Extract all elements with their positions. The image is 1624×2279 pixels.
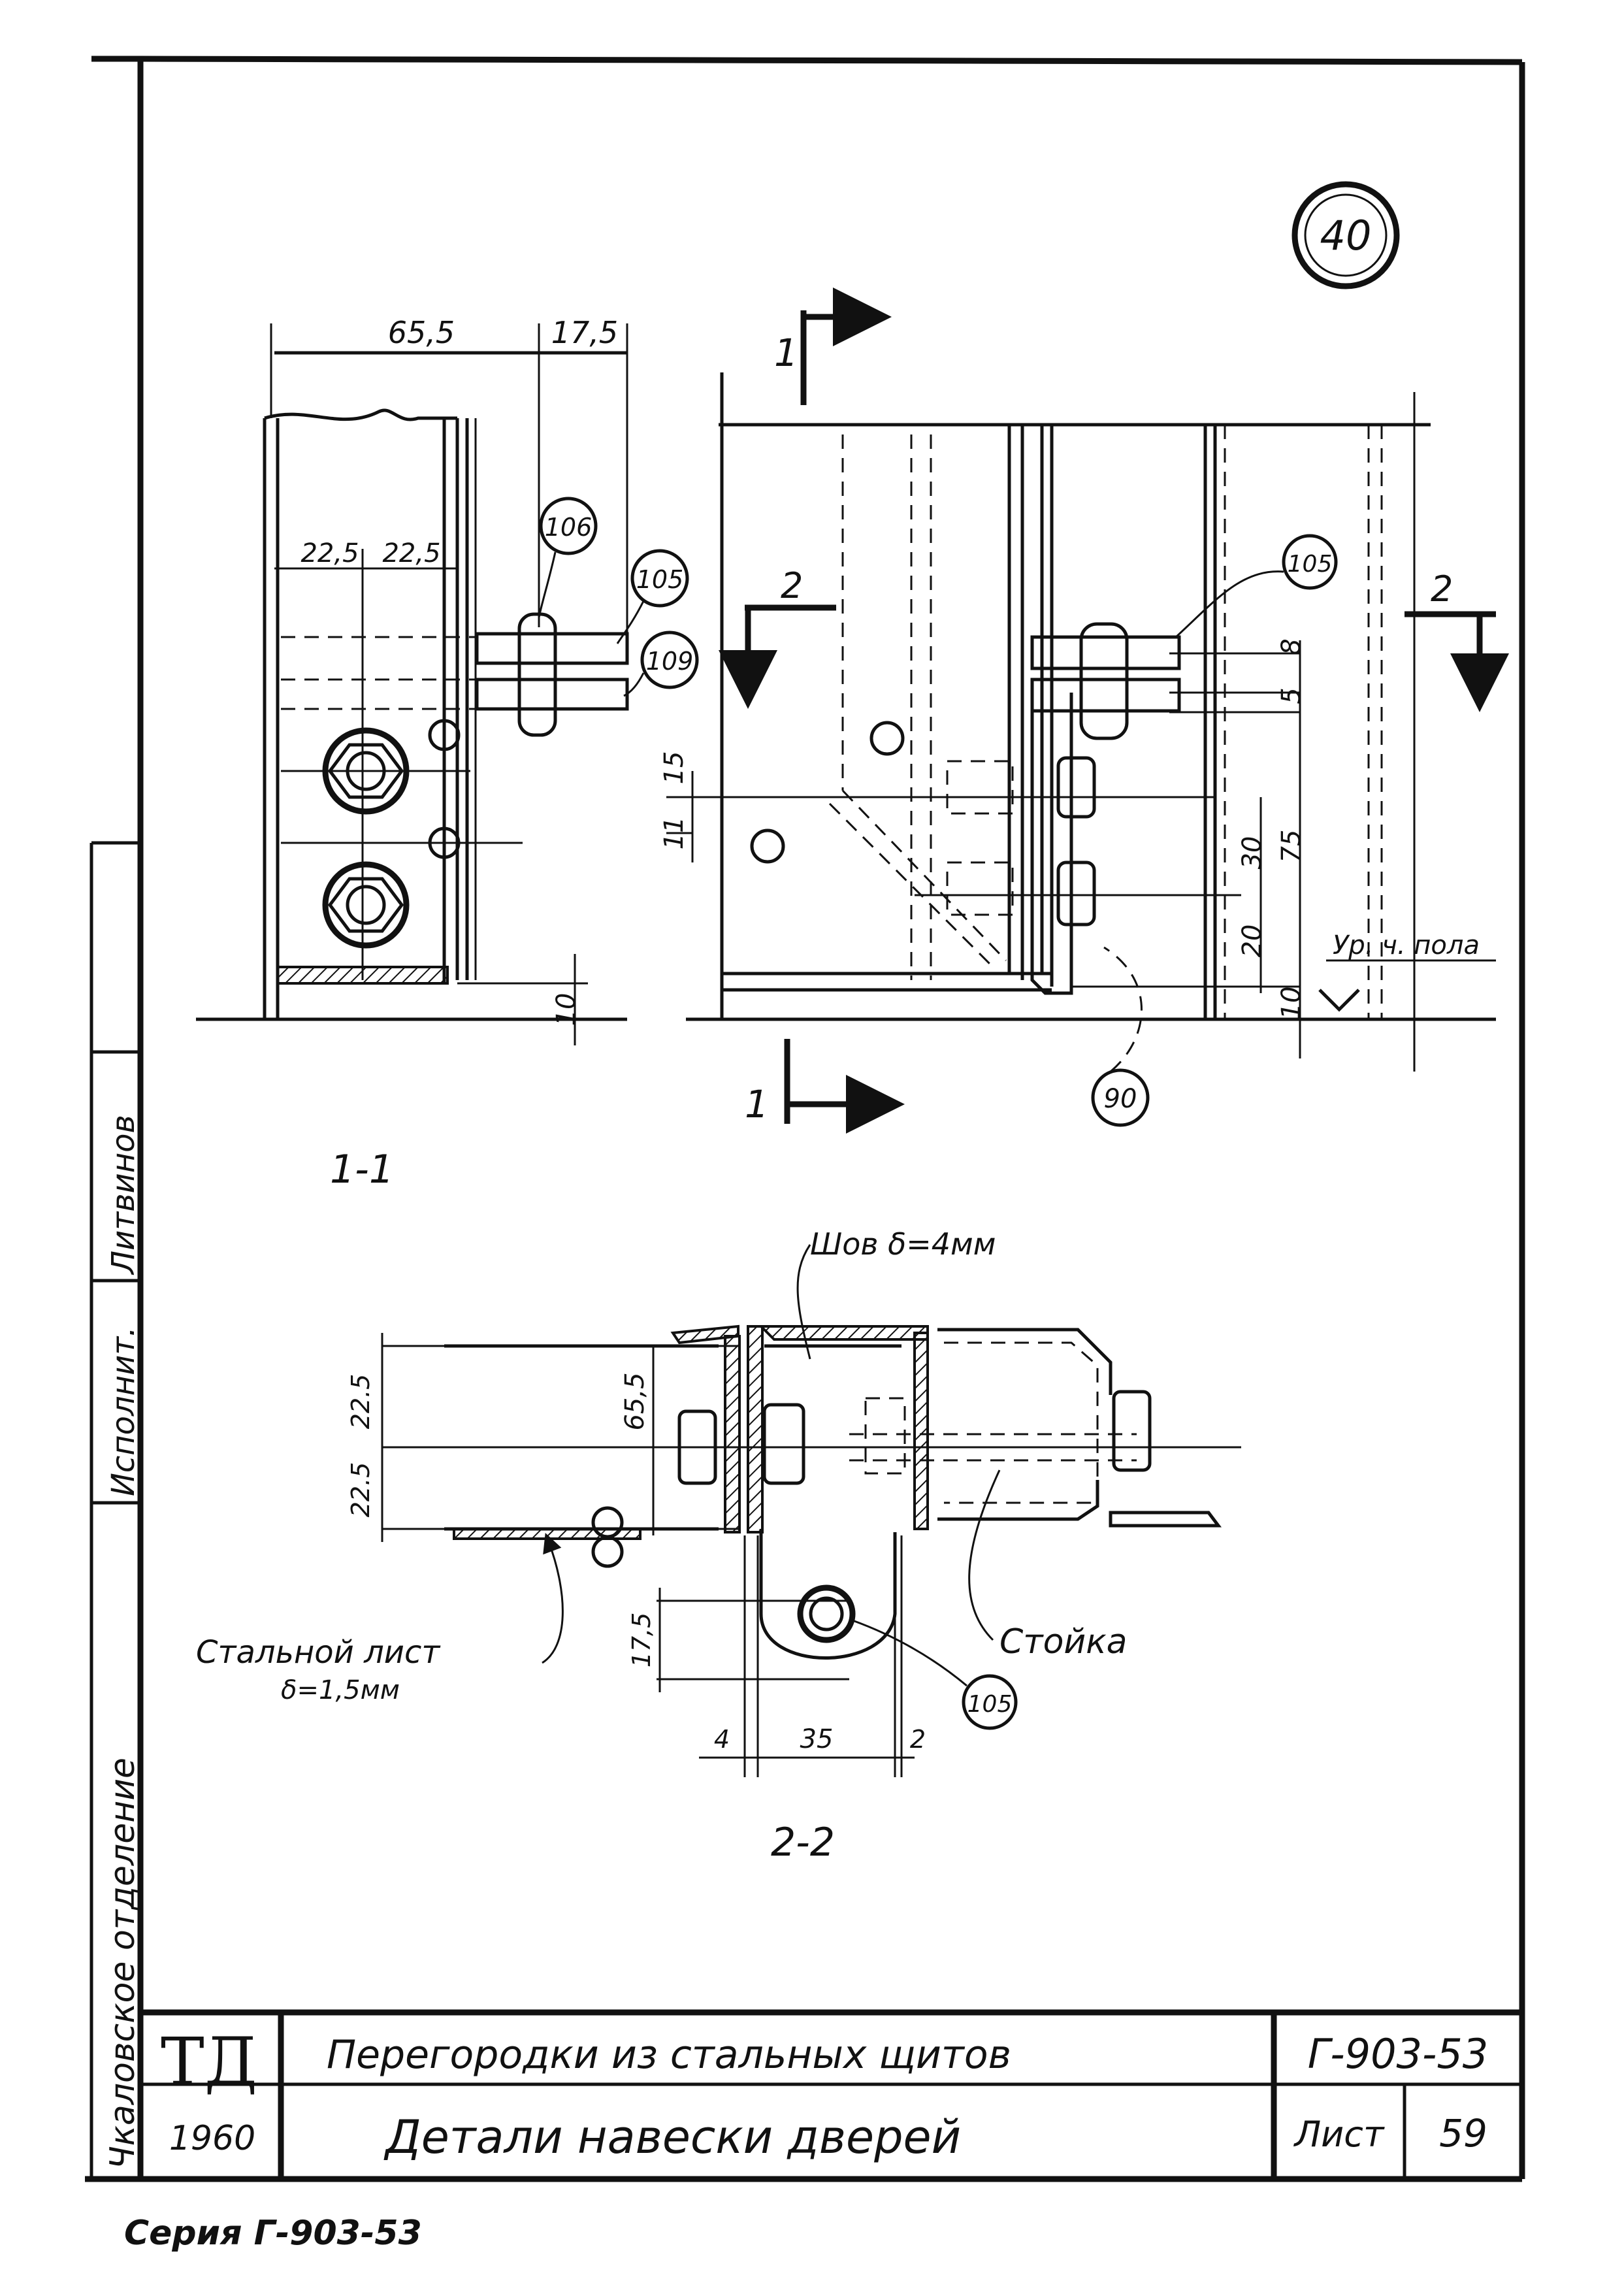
side-stamp: Литвинов Исполнит. Чкаловское отделение <box>103 1115 142 2169</box>
weld-note: Шов δ=4мм <box>796 1226 996 1360</box>
drawing-title: Перегородки из стальных щитов <box>327 2032 1011 2078</box>
svg-text:Ур. ч. пола: Ур. ч. пола <box>1333 930 1480 960</box>
dim-10-right: 10 <box>1276 987 1307 1020</box>
dim-30: 30 <box>1237 836 1267 870</box>
department-label: Чкаловское отделение <box>103 1758 142 2169</box>
series-caption: Серия Г-903-53 <box>124 2214 422 2253</box>
section-1-1-label: 1-1 <box>330 1147 394 1192</box>
steel-sheet-note: Стальной лист δ=1,5мм <box>196 1532 564 1705</box>
dim-10-left: 10 <box>551 993 581 1026</box>
svg-text:106: 106 <box>545 513 593 542</box>
svg-text:Стальной лист: Стальной лист <box>196 1634 441 1671</box>
dim-22-5-a: 22,5 <box>300 538 359 568</box>
svg-text:109: 109 <box>646 647 694 676</box>
dim-22-5-top: 22.5 <box>346 1374 375 1430</box>
section-mark-1-top: 1 <box>774 287 892 405</box>
right-elevation-view: 8 5 15 11 30 75 20 10 Ур. ч. пола 1 1 2 <box>659 287 1509 1134</box>
dim-35: 35 <box>800 1724 834 1754</box>
floor-level-mark: Ур. ч. пола <box>1318 930 1496 1012</box>
callout-106: 106 <box>538 497 598 618</box>
callout-109: 109 <box>623 631 699 697</box>
section-2-2: 22.5 22.5 65,5 <box>196 1226 1241 1777</box>
sheet-number: 40 <box>1320 212 1372 259</box>
dim-65-5: 65,5 <box>388 315 455 350</box>
left-elevation-view: 65,5 17,5 22,5 22,5 <box>196 315 699 1045</box>
svg-text:Стойка: Стойка <box>999 1622 1127 1662</box>
sheet-label: Лист <box>1293 2114 1385 2155</box>
year: 1960 <box>169 2119 255 2158</box>
dim-11: 11 <box>659 817 689 850</box>
dim-75: 75 <box>1276 830 1307 863</box>
dim-65-5-s: 65,5 <box>620 1372 650 1430</box>
dim-8: 8 <box>1276 638 1307 655</box>
sheet-value: 59 <box>1439 2111 1487 2156</box>
dim-15: 15 <box>659 751 689 785</box>
callout-105: 105 <box>616 549 689 644</box>
dim-17-5-s: 17,5 <box>627 1613 656 1668</box>
dim-4: 4 <box>714 1725 730 1754</box>
sheet-number-badge: 40 <box>1291 181 1400 289</box>
drawing-subtitle: Детали навески дверей <box>383 2110 961 2164</box>
svg-text:90: 90 <box>1104 1084 1137 1114</box>
svg-text:1: 1 <box>745 1082 769 1126</box>
svg-text:Шов δ=4мм: Шов δ=4мм <box>810 1226 996 1262</box>
dim-20: 20 <box>1237 925 1267 958</box>
dim-22-5-bottom: 22.5 <box>346 1462 375 1518</box>
svg-text:2: 2 <box>1431 568 1453 610</box>
callout-105-right: 105 <box>1175 534 1338 638</box>
section-2-2-label: 2-2 <box>771 1820 835 1865</box>
bolt-lower <box>322 861 410 949</box>
callout-105-section: 105 <box>852 1619 1018 1730</box>
svg-text:1: 1 <box>774 331 798 375</box>
dim-5: 5 <box>1276 687 1307 704</box>
svg-text:105: 105 <box>967 1691 1013 1718</box>
callout-90: 90 <box>1091 946 1150 1127</box>
dim-22-5-b: 22,5 <box>382 538 440 568</box>
section-mark-2-left: 2 <box>719 565 836 709</box>
org-code: ТД <box>161 2024 257 2100</box>
section-mark-1-bottom: 1 <box>745 1039 905 1134</box>
svg-text:δ=1,5мм: δ=1,5мм <box>281 1675 400 1705</box>
drawing-code: Г-903-53 <box>1308 2030 1489 2078</box>
svg-text:2: 2 <box>781 565 803 606</box>
svg-text:105: 105 <box>1288 551 1333 578</box>
title-block: ТД 1960 Перегородки из стальных щитов Де… <box>140 2009 1522 2179</box>
executor-label: Исполнит. <box>105 1326 142 1496</box>
sheet-frame <box>85 56 1525 2182</box>
section-mark-2-right: 2 <box>1405 568 1509 712</box>
dim-2: 2 <box>910 1725 926 1754</box>
post-note: Стойка <box>968 1469 1127 1662</box>
svg-text:105: 105 <box>636 565 684 594</box>
executor-name: Литвинов <box>105 1115 142 1275</box>
dim-17-5: 17,5 <box>551 315 618 350</box>
